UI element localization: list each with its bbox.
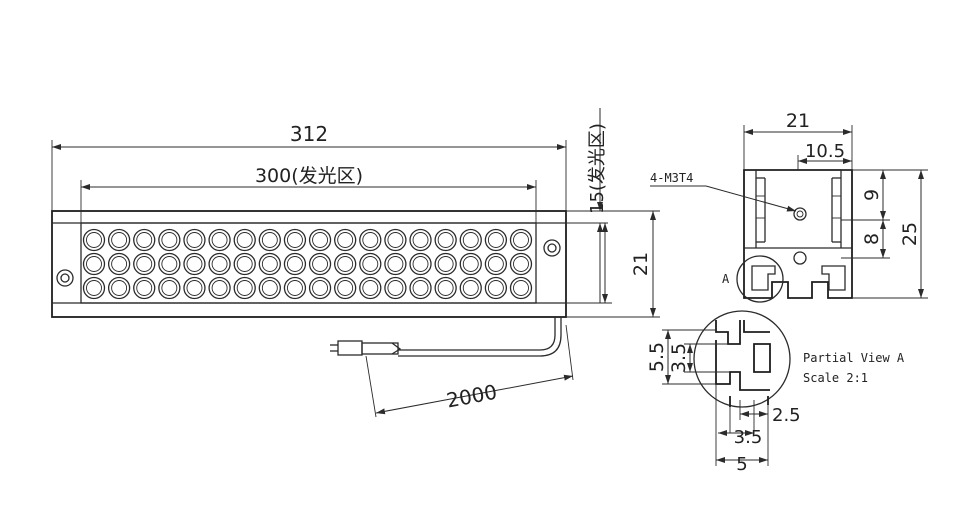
dim-3-5-vertical-label: 3.5 — [668, 343, 690, 373]
led-lens — [509, 252, 533, 276]
emitting-area — [80, 222, 537, 304]
led-lens — [258, 252, 281, 276]
detail-a-marker-circle — [736, 255, 784, 303]
led-lens — [484, 276, 508, 300]
led-lens — [82, 252, 106, 276]
led-lens — [233, 228, 256, 252]
dim-25-label: 25 — [899, 222, 921, 246]
led-lens — [107, 228, 131, 252]
led-lens — [233, 252, 256, 276]
lower-hole — [793, 251, 807, 265]
led-lens — [283, 252, 307, 276]
dim-5-label: 5 — [736, 454, 747, 475]
led-lens — [158, 276, 181, 300]
threaded-hole — [793, 207, 807, 221]
led-lens — [258, 276, 281, 300]
cable — [398, 317, 556, 351]
led-lens — [233, 276, 256, 300]
dim-300-label: 300(发光区) — [255, 165, 363, 187]
dim-9-label: 9 — [861, 189, 883, 201]
led-lens — [384, 252, 407, 276]
led-lens — [434, 228, 457, 252]
side-view: A 4-M3T4 21 10.5 9 8 25 — [650, 110, 928, 303]
dim-2000-label: 2000 — [444, 380, 498, 413]
led-lens — [484, 228, 508, 252]
led-lens — [283, 228, 307, 252]
led-lens — [359, 252, 382, 276]
detail-view-a: 5.5 3.5 2.5 3.5 5 Partial View A Scale 2… — [646, 310, 905, 475]
led-lens — [283, 276, 307, 300]
led-lens — [459, 276, 482, 300]
led-lens — [258, 228, 281, 252]
detail-a-marker-label: A — [722, 272, 730, 286]
led-lens — [509, 228, 533, 252]
dim-8-label: 8 — [861, 233, 883, 245]
dim-21-height-label: 21 — [630, 252, 652, 276]
led-lens — [409, 276, 432, 300]
dim-2-5-label: 2.5 — [772, 405, 801, 426]
led-lens — [409, 252, 432, 276]
led-lens — [208, 252, 231, 276]
detail-view-scale: Scale 2:1 — [803, 371, 868, 385]
dim-3-5-horizontal-label: 3.5 — [734, 427, 763, 448]
dim-10-5-label: 10.5 — [805, 141, 845, 162]
led-lens — [107, 252, 131, 276]
dim-312-label: 312 — [290, 122, 328, 146]
detail-profile-upper-left — [715, 320, 741, 345]
led-lens — [308, 228, 332, 252]
led-lens — [208, 228, 231, 252]
led-lens — [359, 276, 382, 300]
led-lens — [158, 252, 181, 276]
led-lens — [409, 228, 432, 252]
dim-5-5-label: 5.5 — [646, 342, 668, 372]
profile-outline — [743, 169, 853, 299]
led-lens — [308, 276, 332, 300]
thread-callout-label: 4-M3T4 — [650, 171, 693, 185]
led-lens — [133, 228, 156, 252]
led-lens — [183, 228, 206, 252]
led-lens — [334, 276, 357, 300]
led-lens — [434, 276, 457, 300]
dim-15-label: 15(发光区) — [587, 123, 608, 214]
led-lens — [158, 228, 181, 252]
led-lens — [334, 252, 357, 276]
led-lens — [133, 276, 156, 300]
cable-connector — [330, 340, 402, 356]
led-lens — [82, 228, 106, 252]
led-lens — [82, 276, 106, 300]
led-grid — [82, 228, 533, 300]
led-lens — [459, 228, 482, 252]
led-lens — [484, 252, 508, 276]
led-lens — [459, 252, 482, 276]
dim-21-width-label: 21 — [786, 110, 810, 132]
led-lens — [183, 252, 206, 276]
led-lens — [509, 276, 533, 300]
led-lens — [384, 276, 407, 300]
led-lens — [208, 276, 231, 300]
led-lens — [359, 228, 382, 252]
led-lens — [107, 276, 131, 300]
mounting-screw-right — [543, 239, 561, 257]
mounting-screw-left — [56, 269, 74, 287]
detail-circle — [693, 310, 791, 408]
led-lens — [133, 252, 156, 276]
led-lens — [183, 276, 206, 300]
led-lens — [434, 252, 457, 276]
light-bar-body — [51, 210, 567, 318]
detail-view-title: Partial View A — [803, 351, 905, 365]
front-view: 312 300(发光区) 15(发光区) 21 2000 — [51, 108, 660, 418]
led-lens — [308, 252, 332, 276]
led-lens — [334, 228, 357, 252]
led-lens — [384, 228, 407, 252]
